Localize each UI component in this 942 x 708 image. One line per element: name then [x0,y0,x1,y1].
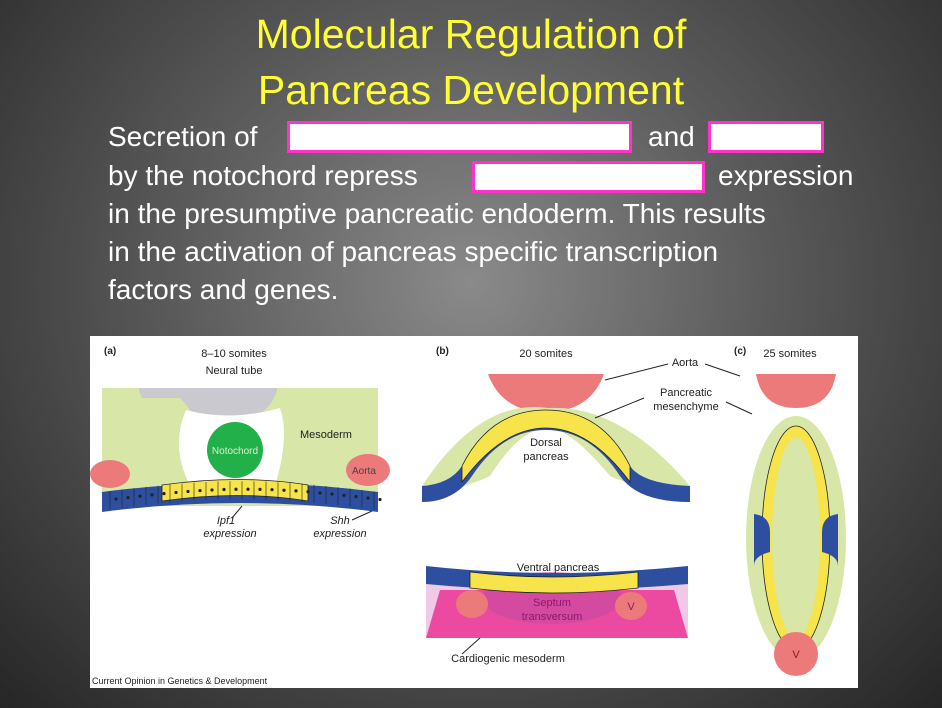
endoderm-cell-nucleus [151,494,154,497]
panel-c-v-label: V [792,649,800,661]
body-line-2b: expression [718,159,853,193]
panel-a-stage: 8–10 somites [201,348,267,360]
endoderm-cell-nucleus [331,493,334,496]
slide-title-line-2: Pancreas Development [0,66,942,114]
mesenchyme-label-1: Pancreatic [660,387,712,399]
panel-a-aorta-label: Aorta [352,466,376,477]
body-line-1b: and [648,120,695,154]
panel-b-aorta [488,374,604,412]
endoderm-cell-nucleus [307,490,310,493]
endoderm-cell-nucleus [235,488,238,491]
notochord-label: Notochord [212,446,258,457]
answer-blank-3 [472,161,705,193]
ventral-v-label: V [627,601,635,613]
slide-title-line-1: Molecular Regulation of [0,10,942,58]
answer-blank-1 [287,121,632,153]
endoderm-cell-nucleus [127,496,130,499]
endoderm-cell-nucleus [295,490,298,493]
endoderm-cell-nucleus [187,490,190,493]
cardiogenic-arrow [462,638,480,654]
panel-a: (a) 8–10 somites Neural tube Mesoderm No… [90,336,390,540]
panel-a-label: (a) [104,346,116,357]
figure-credit: Current Opinion in Genetics & Developmen… [92,676,268,686]
body-line-2a: by the notochord repress [108,159,418,193]
mesenchyme-label-2: mesenchyme [653,401,718,413]
body-line-3: in the presumptive pancreatic endoderm. … [108,197,766,231]
endoderm-cell-nucleus [211,489,214,492]
ipf1-label-2: expression [203,528,256,540]
shh-label-1: Shh [330,515,350,527]
endoderm-cell-nucleus [379,498,382,501]
endoderm-cell-nucleus [271,488,274,491]
ventral-left-vessel [456,590,488,618]
panel-c: (c) 25 somites V [734,346,846,676]
aorta-arrow-b [605,364,668,380]
body-line-1a: Secretion of [108,120,257,154]
neural-tube-label: Neural tube [206,365,263,377]
panel-c-stage: 25 somites [763,348,817,360]
mesenchyme-arrow-c [726,402,752,414]
figure-svg: (a) 8–10 somites Neural tube Mesoderm No… [90,336,858,688]
panel-b-aorta-label: Aorta [672,357,699,369]
panel-c-inner [772,438,820,638]
endoderm-cell-nucleus [367,497,370,500]
shh-label-2: expression [313,528,366,540]
endoderm-cell-nucleus [343,494,346,497]
dorsal-pancreas-label-1: Dorsal [530,437,562,449]
ipf1-label-1: Ipf1 [217,515,235,527]
endoderm-cell-nucleus [355,495,358,498]
answer-blank-2 [708,121,824,153]
dorsal-pancreas-label-2: pancreas [523,451,569,463]
endoderm-cell-nucleus [139,495,142,498]
body-line-5: factors and genes. [108,273,338,307]
panel-c-aorta [756,374,836,408]
panel-b-stage: 20 somites [519,348,573,360]
endoderm-cell-nucleus [319,492,322,495]
panel-b: (b) 20 somites Aorta Pancreatic mesenchy… [422,346,752,665]
cardiogenic-label: Cardiogenic mesoderm [451,653,565,665]
aorta-arrow-c [705,364,740,376]
shh-arrow [352,511,372,520]
endoderm-cell-nucleus [247,488,250,491]
panel-b-label: (b) [436,346,449,357]
endoderm-cell-nucleus [115,498,118,501]
endoderm-cell-nucleus [175,491,178,494]
mesoderm-label: Mesoderm [300,429,352,441]
pancreas-development-figure: (a) 8–10 somites Neural tube Mesoderm No… [90,336,858,688]
endoderm-cell-nucleus [283,489,286,492]
septum-label-1: Septum [533,597,571,609]
panel-a-aorta-left [90,460,130,488]
endoderm-cell-nucleus [223,488,226,491]
panel-c-label: (c) [734,346,746,357]
mesenchyme-arrow-b [595,398,644,418]
endoderm-cell-nucleus [163,492,166,495]
endoderm-cell-nucleus [199,489,202,492]
septum-label-2: transversum [522,611,583,623]
body-line-4: in the activation of pancreas specific t… [108,235,718,269]
ventral-pancreas-label: Ventral pancreas [517,562,600,574]
endoderm-cell-nucleus [259,488,262,491]
